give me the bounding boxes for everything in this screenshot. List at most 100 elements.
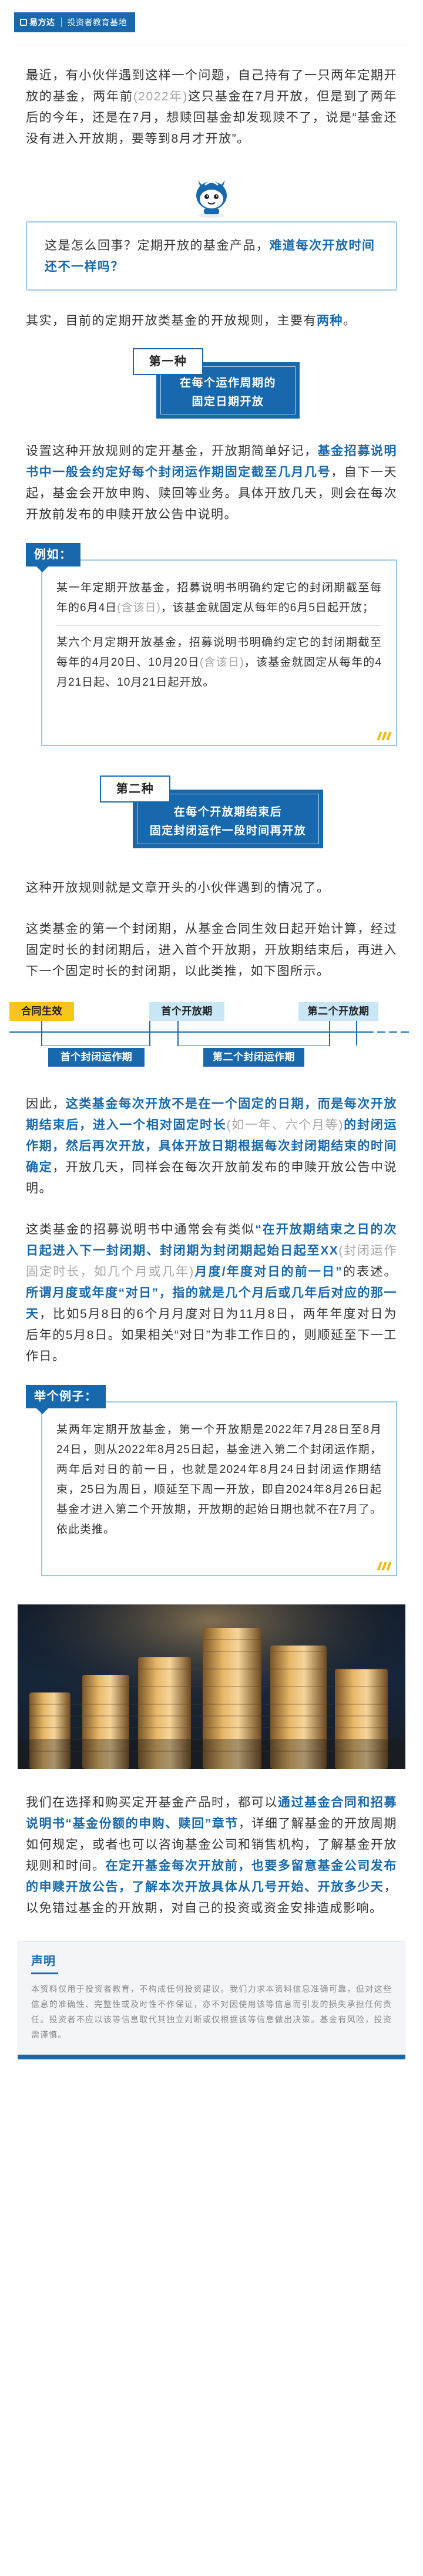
explain-gray: (如一年、六个月等) [226,1118,344,1132]
example1-p1-b: ，该基金就固定从每年的6月5日起开放； [160,602,374,614]
summary-a: 我们在选择和购买定开基金产品时，都可以 [26,1796,278,1809]
question-text-b: 难道每次开放时间还不一样吗？ [45,239,375,274]
disclaimer-box: 声明 本资料仅用于投资者教育，不构成任何投资建议。我们力求本资料信息准确可靠，但… [18,1941,405,2055]
mascot [26,172,397,219]
section2-explain: 因此，这类基金每次开放不是在一个固定的日期，而是每次开放期结束后，进入一个相对固… [26,1094,397,1199]
timeline-tick-open2-end [356,1021,357,1046]
intro-text-1: 最近，有小伙伴遇到这样一个问题，自己持有了一只两年定期开放的基金，两年前 [26,69,397,103]
section1-body-a: 设置这种开放规则的定开基金，开放期简单好记， [26,444,318,458]
example1-p2-a: 某六个月定期开放基金，招募说明书明确约定它的封闭期截至每年的4月20日、10月2… [56,636,382,669]
disclaimer-underline [31,1973,58,1974]
timeline-closed1-label: 首个封闭运作期 [48,1048,145,1067]
question-text-a: 这是怎么回事？定期开放的基金产品， [45,239,270,252]
section1-title-box: 在每个运作周期的 固定日期开放 [156,362,300,419]
disclaimer-title: 声明 [31,1955,56,1968]
example1-p2-b: ，该基金就固定从每年的4月21日起、10月21日起开放。 [56,656,382,689]
section2-title-box: 在每个开放期结束后 固定封闭运作一段时间再开放 [133,790,323,848]
example1-p2-gray: (含该日) [199,656,244,669]
timeline-axis [9,1031,374,1033]
section2-line2: 固定封闭运作一段时间再开放 [149,825,307,837]
badge-divider [61,18,62,27]
disclaimer-text: 本资料仅用于投资者教育，不构成任何投资建议。我们力求本资料信息准确可靠，但对这些… [31,1984,392,2039]
rules-intro-c: 。 [343,314,357,328]
explain-a: 因此， [26,1097,66,1111]
section1-line1: 在每个运作周期的 [179,377,276,389]
rule-e: 所谓月度或年度“对日”，指的就是几个月后或几年后对应的那一天 [26,1286,397,1321]
example1-label: 例如： [26,543,80,572]
section2-intro: 这种开放规则就是文章开头的小伙伴遇到的情况了。 [26,881,330,895]
explain-d: ，开放几天，同样会在每次开放前发布的申赎开放公告中说明。 [26,1161,398,1195]
coin-stacks-illustration [18,1604,405,1769]
section1-line2: 固定日期开放 [192,396,264,408]
timeline-tick-open1-end [177,1021,179,1046]
intro-text-2: 这只基金在7月开放，但是到了两年后的今年，还是在7月，想赎回基金却发现赎不了，说… [26,90,398,146]
example1-para2: 某六个月定期开放基金，招募说明书明确约定它的封闭期截至每年的4月20日、10月2… [56,633,382,693]
timeline-closed2-label: 第二个封闭运作期 [203,1048,304,1067]
intro-paragraph: 最近，有小伙伴遇到这样一个问题，自己持有了一只两年定期开放的基金，两年前(202… [26,65,397,150]
timeline-tick-start [41,1021,42,1046]
logo-text: 易方达 [29,18,55,27]
example1-p1-a: 某一年定期开放基金，招募说明书明确约定它的封闭期截至每年的6月4日 [56,582,382,614]
example2-text: 某两年定期开放基金，第一个开放期是2022年7月28日至8月24日，则从2022… [56,1424,382,1536]
example1-block: 例如： 某一年定期开放基金，招募说明书明确约定它的封闭期截至每年的6月4日(含该… [26,543,397,748]
section2-line1: 在每个开放期结束后 [173,806,283,818]
example1-p1-gray: (含该日) [117,602,161,614]
question-callout: 这是怎么回事？定期开放的基金产品，难道每次开放时间还不一样吗？ [26,221,397,291]
rules-intro-a: 其实，目前的定期开放类基金的开放规则，主要有 [26,314,317,328]
rule-c: 月度/年度对日的前一日” [194,1265,343,1279]
brand-logo: 易方达 [20,12,55,32]
timeline-diagram: 合同生效 首个开放期 第二个开放期 首个封闭运作期 第二个封闭运作期 [9,1002,414,1067]
decorative-stripes [377,732,392,740]
summary-paragraph: 我们在选择和购买定开基金产品时，都可以通过基金合同和招募说明书“基金份额的申购、… [26,1792,397,1919]
section1-body-c: ，自下一天起，基金会开放申购、赎回等业务。具体开放几天，则会在每次开放前发布的申… [26,466,397,521]
section1-title-inner: 在每个运作周期的 固定日期开放 [160,366,296,414]
summary-e: ，以免错过基金的开放期，对自己的投资或资金安排造成影响。 [26,1880,397,1915]
example1-para1: 某一年定期开放基金，招募说明书明确约定它的封闭期截至每年的6月4日(含该日)，该… [56,578,382,618]
rule-a: 这类基金的招募说明书中通常会有类似 [26,1223,256,1236]
rule-f: ，比如5月8日的6个月月度对日为11月8日，两年年度对日为后年的5月8日。如果相… [26,1307,398,1363]
section1-body: 设置这种开放规则的定开基金，开放期简单好记，基金招募说明书中一般会约定好每个封闭… [26,441,397,525]
timeline-dash-3 [401,1031,409,1033]
explain-b: 这类基金每次开放不是在一个固定的日期，而是每次开放期结束后，进入一个相对固定时长 [26,1097,398,1132]
section2-title-inner: 在每个开放期结束后 固定封闭运作一段时间再开放 [137,794,319,844]
example2-box: 某两年定期开放基金，第一个开放期是2022年7月28日至8月24日，则从2022… [41,1401,397,1576]
rules-intro: 其实，目前的定期开放类基金的开放规则，主要有两种。 [26,311,397,332]
footer-bar [18,2055,405,2059]
article-body-3: 我们在选择和购买定开基金产品时，都可以通过基金合同和招募说明书“基金份额的申购、… [0,1792,423,1919]
channel-name: 投资者教育基地 [67,18,127,27]
example1-divider [56,625,382,626]
timeline-open1-label: 首个开放期 [149,1002,224,1021]
summary-d: 在定开基金每次开放前，也要多留意基金公司发布的申赎开放公告，了解本次开放具体从几… [26,1859,398,1894]
timeline-dash-2 [389,1031,397,1033]
rules-intro-b: 两种 [317,314,343,328]
explain-c: 的封闭运作期，然后再次开放，具体开放日期根据每次封闭期结束的时间确定 [26,1118,398,1174]
section2-body: 这类基金的第一个封闭期，从基金合同生效日起开始计算，经过固定时长的封闭期后，进入… [26,922,397,978]
brand-badge[interactable]: 易方达 投资者教育基地 [14,12,135,32]
example1-box: 某一年定期开放基金，招募说明书明确约定它的封闭期截至每年的6月4日(含该日)，该… [41,559,397,746]
rule-d: 的表述。 [343,1265,397,1279]
decorative-stripes-2 [377,1562,392,1570]
header: 易方达 投资者教育基地 [0,0,423,45]
rule-b: “在开放期结束之日的次日起进入下一封闭期、封闭期为封闭期起始日起至XX [26,1223,398,1257]
logo-icon [20,19,27,26]
timeline-dash-1 [377,1031,385,1033]
section2-rule: 这类基金的招募说明书中通常会有类似“在开放期结束之日的次日起进入下一封闭期、封闭… [26,1219,397,1367]
section2-tag: 第二种 [100,776,170,803]
section1-header: 第一种 在每个运作周期的 固定日期开放 [123,348,300,421]
section1-tag: 第一种 [133,348,203,375]
section2-header: 第二种 在每个开放期结束后 固定封闭运作一段时间再开放 [100,776,323,853]
section1-body-b: 基金招募说明书中一般会约定好每个封闭运作期固定截至几月几号 [26,444,398,479]
example2-label: 举个例子： [26,1385,106,1414]
coins-photo [18,1604,405,1769]
timeline-open2-label: 第二个开放期 [298,1002,378,1021]
example2-block: 举个例子： 某两年定期开放基金，第一个开放期是2022年7月28日至8月24日，… [26,1385,397,1579]
intro-year: (2022年) [133,90,188,103]
article-body: 最近，有小伙伴遇到这样一个问题，自己持有了一只两年定期开放的基金，两年前(202… [0,65,423,982]
mascot-icon [196,180,227,218]
timeline-tick-open2-start [329,1021,330,1046]
article-body-2: 因此，这类基金每次开放不是在一个固定的日期，而是每次开放期结束后，进入一个相对固… [0,1094,423,1579]
summary-c: ，详细了解基金的开放周期如何规定，或者也可以咨询基金公司和销售机构，了解基金开放… [26,1817,398,1873]
summary-b: 通过基金合同和招募说明书“基金份额的申购、赎回”章节 [26,1796,397,1830]
timeline-start-label: 合同生效 [9,1002,74,1021]
